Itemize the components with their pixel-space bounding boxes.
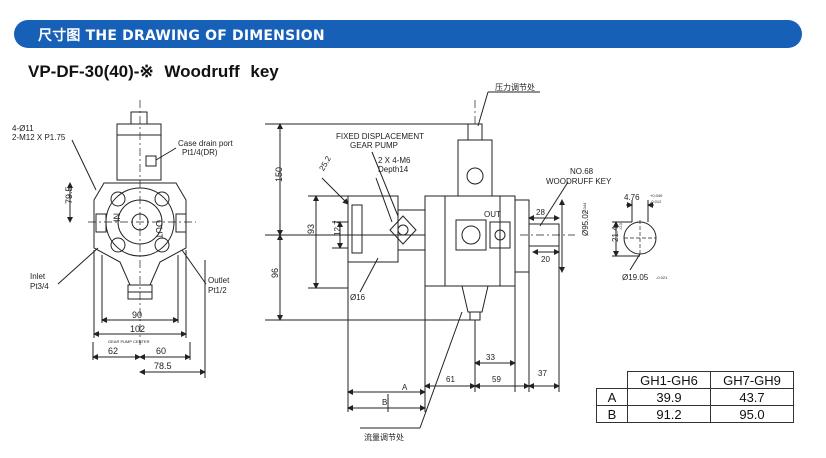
relief-valve-body xyxy=(116,123,162,181)
bolt-hole xyxy=(154,237,170,253)
bolt-hole xyxy=(154,191,170,207)
dim-33: 33 xyxy=(486,353,495,362)
table-cell: 95.0 xyxy=(710,405,794,423)
flow-adjuster xyxy=(461,285,489,313)
dim-a: A xyxy=(402,383,408,392)
dim-102: 102 xyxy=(130,324,145,334)
label-bolts-depth: Depth14 xyxy=(378,165,409,174)
label-flow-adjust: 流量调节处 xyxy=(364,432,404,442)
dim-b: B xyxy=(382,398,387,407)
table-row: A 39.9 43.7 xyxy=(596,388,794,406)
key-detail-labels: 4.76 +0.049 -0.012 21.4 -0.3 Ø19.05 -0.0… xyxy=(611,193,668,282)
dim-20: 20 xyxy=(541,255,550,264)
dim-16: Ø16 xyxy=(350,293,366,302)
label-inlet-size: Pt3/4 xyxy=(30,282,49,291)
mounting-flange xyxy=(514,199,530,273)
side-view xyxy=(265,91,575,429)
dim-150: 150 xyxy=(274,167,284,182)
dim-21-4: 21.4 xyxy=(611,226,620,242)
dim-95-tol: -0.044 xyxy=(582,202,587,214)
key-detail xyxy=(612,200,657,271)
dim-93: 93 xyxy=(306,224,316,234)
table-header-row: GH1-GH6 GH7-GH9 xyxy=(596,371,794,389)
table-row: B 91.2 95.0 xyxy=(596,405,794,423)
front-view-labels: 4-Ø11 2-M12 X P1.75 Case drain port Pt1/… xyxy=(12,124,233,371)
label-pressure-adjust: 压力调节处 xyxy=(495,82,535,92)
dim-61: 61 xyxy=(446,375,455,384)
gear-pump-flange xyxy=(397,209,426,251)
dim-90: 90 xyxy=(132,310,142,320)
label-outlet-size: Pt1/2 xyxy=(208,286,227,295)
label-drain: Case drain port xyxy=(178,139,233,148)
fixed-pump-diamond xyxy=(389,215,417,245)
row-label: A xyxy=(596,388,628,406)
dim-95: Ø95.02 xyxy=(581,209,590,236)
dim-12-7: 12.7 xyxy=(333,220,342,236)
label-fixed-pump-2: GEAR PUMP xyxy=(350,141,398,150)
dim-21-4-tol: -0.3 xyxy=(618,222,623,230)
out-marking: OUT xyxy=(154,220,164,240)
dim-79-5: 79.5 xyxy=(64,186,74,204)
dim-28: 28 xyxy=(536,208,545,217)
label-drain-size: Pt1/4(DR) xyxy=(182,148,218,157)
bolt-hole xyxy=(110,191,126,207)
front-view xyxy=(57,100,207,378)
dim-96: 96 xyxy=(270,268,280,278)
dimension-table: GH1-GH6 GH7-GH9 A 39.9 43.7 B 91.2 95.0 xyxy=(596,371,794,423)
label-outlet: Outlet xyxy=(208,276,230,285)
pressure-adjuster xyxy=(467,123,483,141)
table-cell: 91.2 xyxy=(627,405,711,423)
dim-59: 59 xyxy=(492,375,501,384)
label-woodruff-key: WOODRUFF KEY xyxy=(546,177,612,186)
label-key-no: NO.68 xyxy=(570,167,594,176)
main-pump-body xyxy=(424,195,516,287)
table-cell: 39.9 xyxy=(627,388,711,406)
dim-19-05: Ø19.05 xyxy=(622,273,649,282)
table-header: GH1-GH6 xyxy=(627,371,711,389)
table-header: GH7-GH9 xyxy=(710,371,794,389)
label-inlet: Inlet xyxy=(30,272,46,281)
in-marking: IN xyxy=(112,213,122,222)
gear-center-note: GEAR PUMP CENTER xyxy=(108,339,150,344)
dim-4-76-tol-1: +0.049 xyxy=(650,193,663,198)
dim-37: 37 xyxy=(538,369,547,378)
bolt-hole xyxy=(110,237,126,253)
dim-4-76: 4.76 xyxy=(624,193,640,202)
model-title: VP-DF-30(40)-※ Woodruff key xyxy=(28,62,279,81)
label-thread: 2-M12 X P1.75 xyxy=(12,133,66,142)
label-fixed-pump: FIXED DISPLACEMENT xyxy=(336,132,424,141)
relief-valve-stem xyxy=(130,111,148,125)
label-holes: 4-Ø11 xyxy=(12,124,34,133)
banner-title: 尺寸图 THE DRAWING OF DIMENSION xyxy=(38,28,325,44)
dim-60: 60 xyxy=(156,346,166,356)
label-bolts: 2 X 4-M6 xyxy=(378,156,411,165)
title-banner: 尺寸图 THE DRAWING OF DIMENSION xyxy=(14,20,802,48)
row-label: B xyxy=(596,405,628,423)
dim-25-2: 25.2 xyxy=(317,154,333,172)
side-view-labels: 压力调节处 流量调节处 FIXED DISPLACEMENT GEAR PUMP… xyxy=(270,82,612,442)
drain-port xyxy=(145,155,157,167)
out-marking-side: OUT xyxy=(484,210,501,219)
dim-62: 62 xyxy=(108,346,118,356)
dim-78-5: 78.5 xyxy=(154,361,172,371)
table-cell: 43.7 xyxy=(710,388,794,406)
dim-19-05-tol: -0.021 xyxy=(656,275,668,280)
dim-4-76-tol-2: -0.012 xyxy=(650,199,662,204)
